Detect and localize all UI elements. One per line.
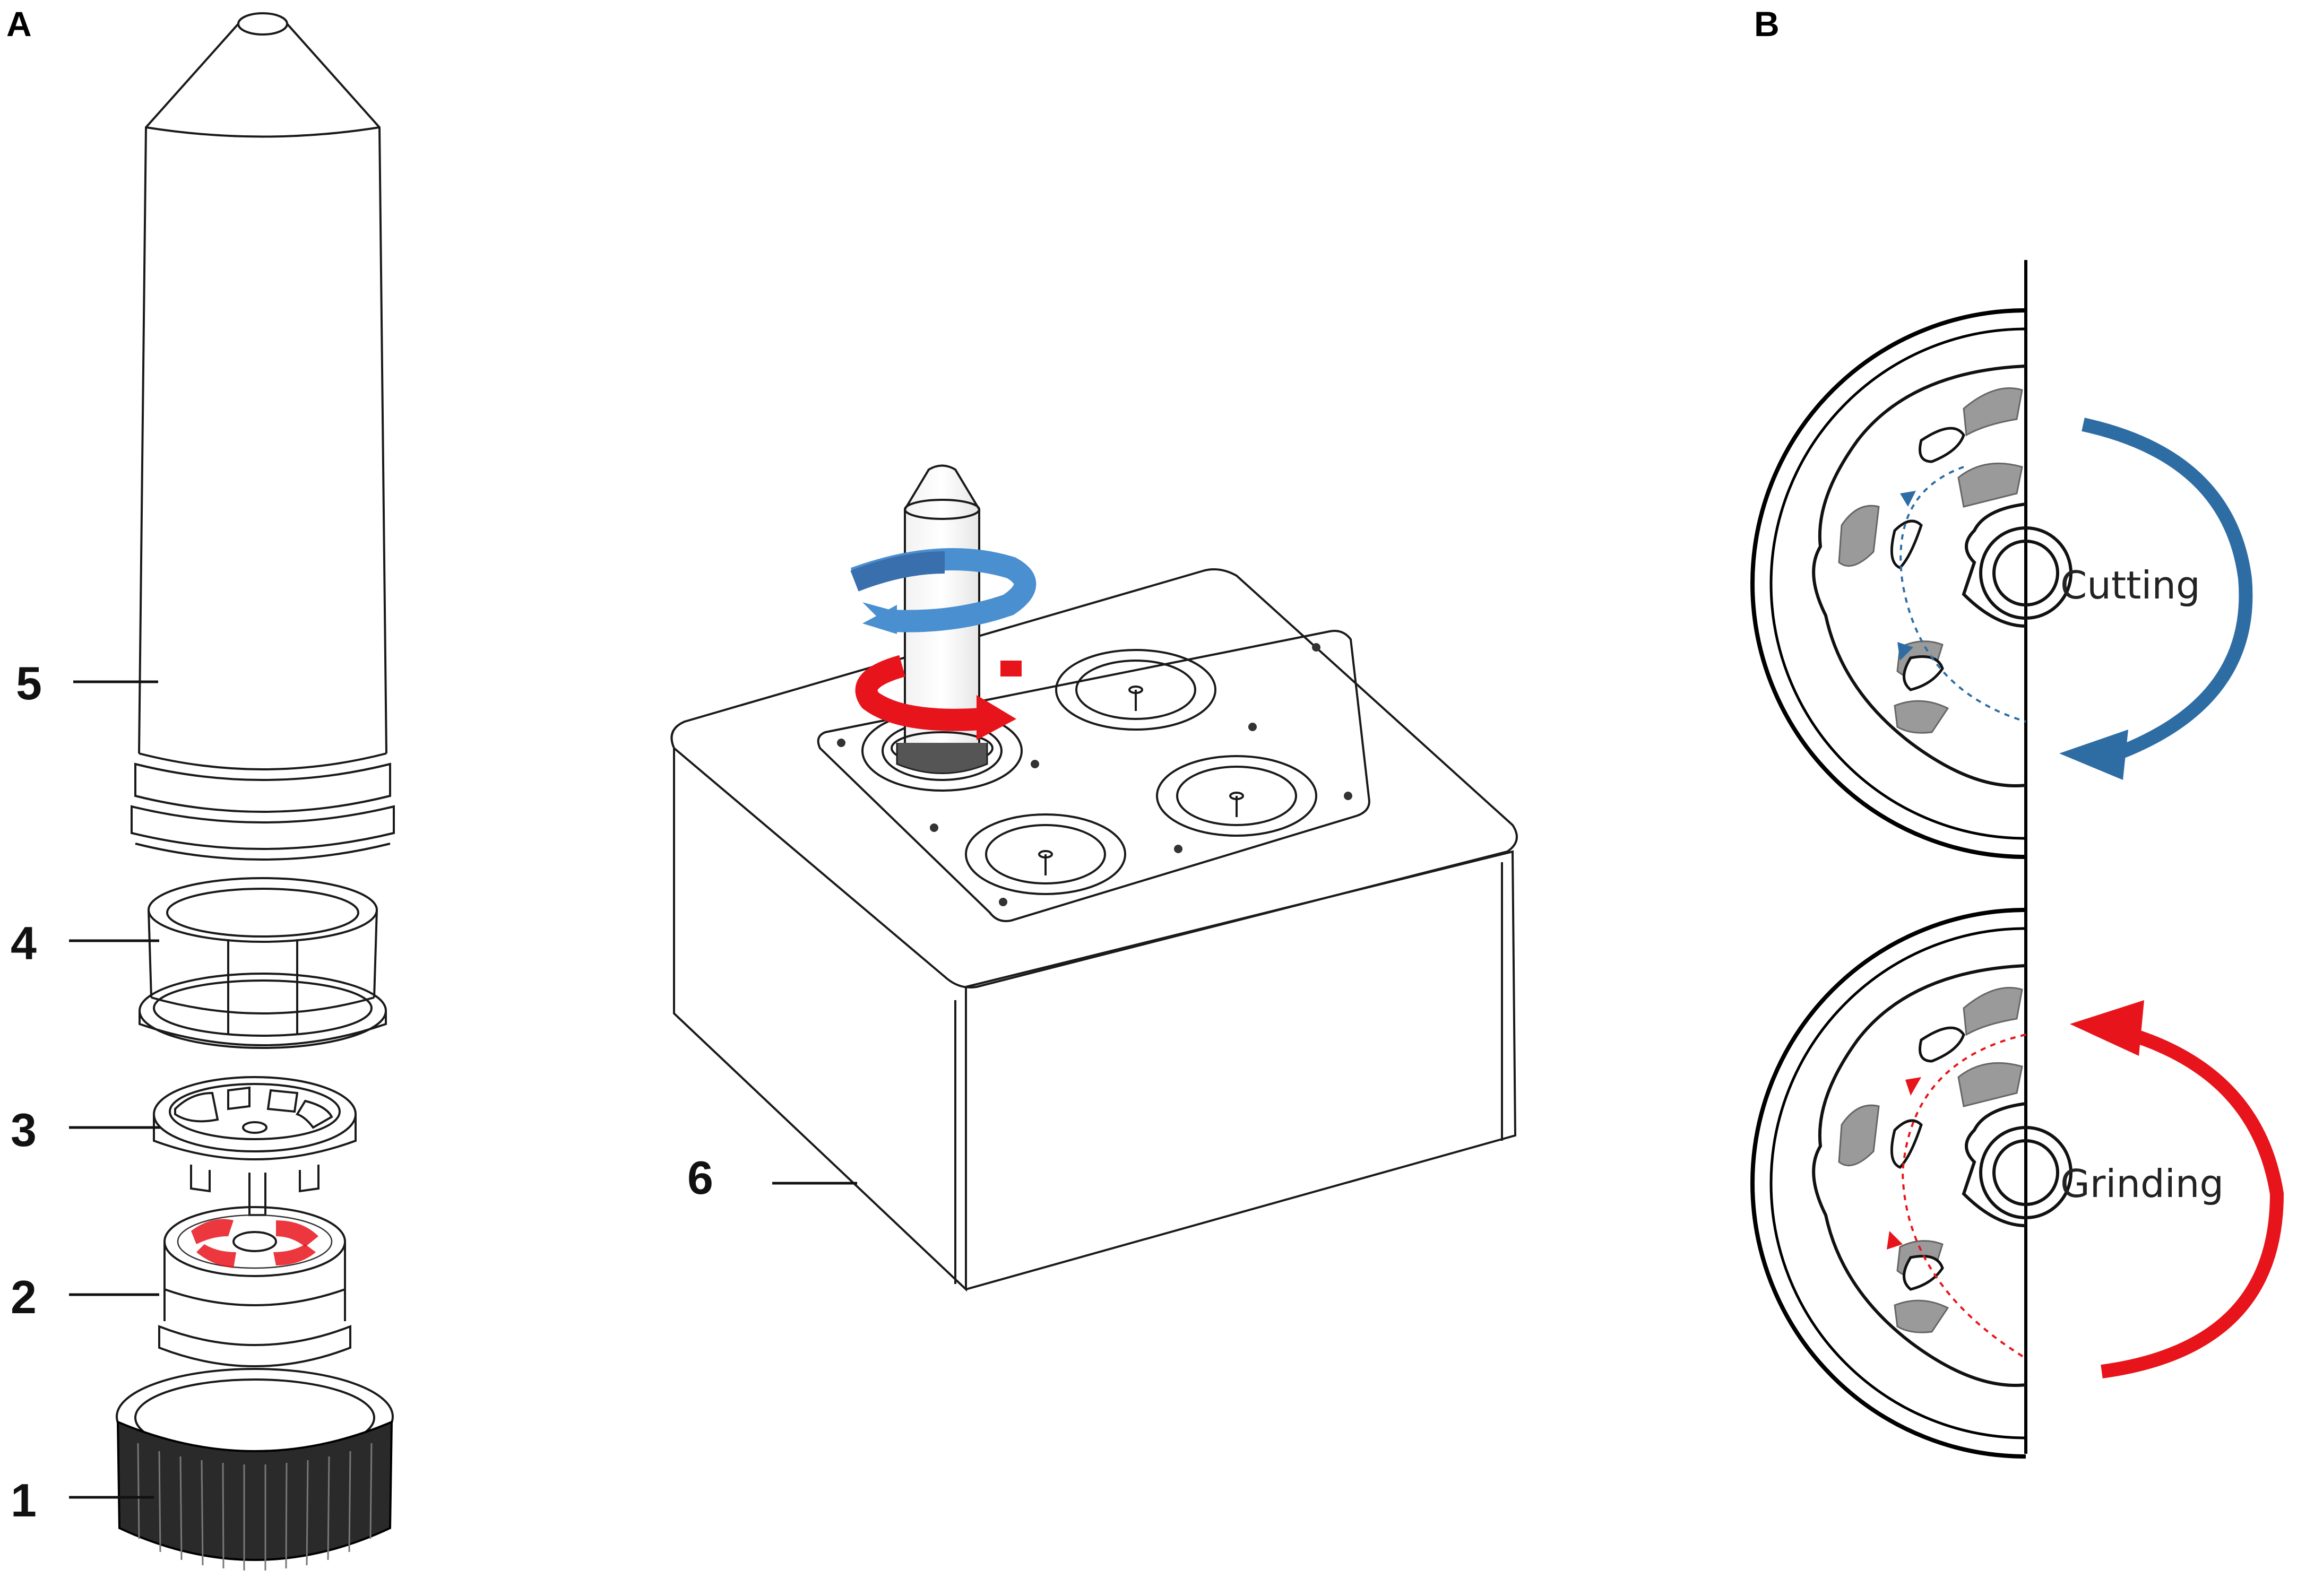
leader-lines-a: [69, 680, 160, 1499]
port-4: [1156, 755, 1317, 837]
part-label-5: 5: [16, 657, 42, 709]
part-2-chamber: [158, 1206, 351, 1367]
panel-b: Cutting: [1750, 260, 2284, 1459]
mode-label-cutting: Cutting: [2060, 563, 2200, 608]
part-label-3: 3: [11, 1104, 37, 1156]
part-5-tube: [131, 12, 395, 861]
part-label-1: 1: [11, 1474, 37, 1526]
part-label-6: 6: [687, 1151, 713, 1204]
port-2: [1055, 649, 1216, 731]
panel-letter-b: B: [1754, 4, 1780, 44]
port-3: [965, 813, 1126, 895]
screw-holes: [837, 643, 1352, 906]
part-label-4: 4: [11, 917, 37, 969]
rotor-section-grinding: Grinding: [1750, 908, 2284, 1459]
part-1-cap: [116, 1368, 394, 1571]
panel-letter-a: A: [6, 4, 32, 44]
mode-label-grinding: Grinding: [2060, 1161, 2224, 1206]
rotor-section-cutting: Cutting: [1750, 308, 2253, 859]
homogenizer-box: 6: [670, 464, 1518, 1292]
part-label-2: 2: [11, 1271, 37, 1323]
rotation-arrow-cutting: [850, 548, 1037, 634]
part-4-sleeve: [139, 877, 387, 1049]
exploded-tube-assembly: 5 4 3 2 1: [11, 12, 395, 1571]
part-3-rotor: [153, 1076, 357, 1216]
rotation-arrow-grinding: [855, 655, 1022, 740]
